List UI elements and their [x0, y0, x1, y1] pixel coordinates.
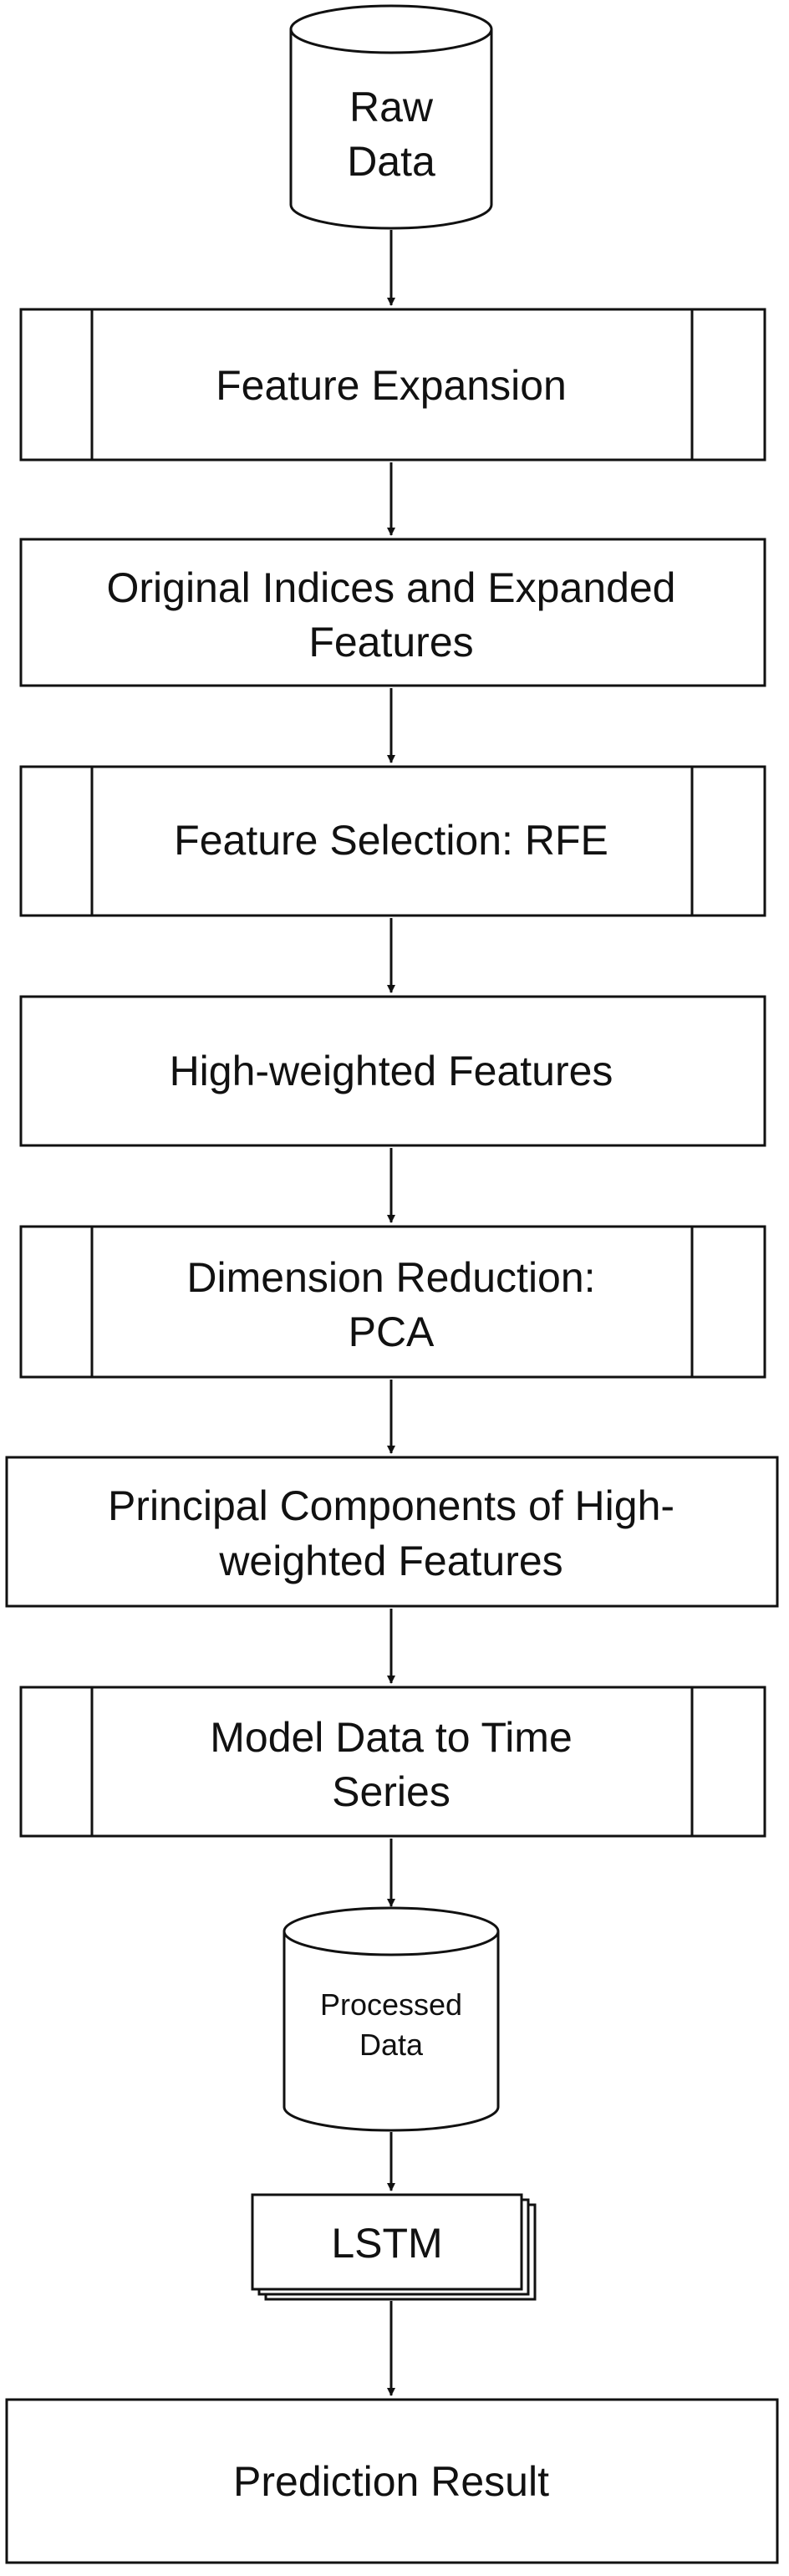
model-data-label-line2: Series	[332, 1768, 450, 1815]
feature-expansion-process: Feature Expansion	[19, 308, 766, 462]
feature-expansion-label: Feature Expansion	[216, 362, 567, 409]
processed-data-cylinder: Processed Data	[283, 1906, 500, 2132]
original-indices-box: Original Indices and Expanded Features	[19, 538, 766, 687]
prediction-result-box: Prediction Result	[5, 2398, 779, 2564]
dimension-reduction-label-line2: PCA	[349, 1308, 435, 1355]
lstm-stack: LSTM	[251, 2193, 537, 2301]
processed-data-label-line2: Data	[359, 2028, 424, 2062]
high-weighted-label: High-weighted Features	[170, 1048, 613, 1094]
high-weighted-box: High-weighted Features	[19, 995, 766, 1147]
lstm-label: LSTM	[331, 2220, 442, 2267]
processed-data-label-line1: Processed	[320, 1987, 462, 2022]
dimension-reduction-process: Dimension Reduction: PCA	[19, 1225, 766, 1379]
prediction-result-label: Prediction Result	[233, 2458, 549, 2505]
principal-components-box: Principal Components of High- weighted F…	[5, 1456, 779, 1608]
feature-selection-process: Feature Selection: RFE	[19, 765, 766, 917]
original-indices-label-line2: Features	[308, 619, 473, 666]
feature-selection-label: Feature Selection: RFE	[174, 817, 608, 864]
principal-components-label-line2: weighted Features	[218, 1538, 562, 1584]
principal-components-label-line1: Principal Components of High-	[108, 1482, 674, 1529]
original-indices-label-line1: Original Indices and Expanded	[106, 564, 675, 611]
model-data-process: Model Data to Time Series	[19, 1686, 766, 1838]
model-data-label-line1: Model Data to Time	[210, 1714, 573, 1761]
raw-data-cylinder: Raw Data	[289, 4, 493, 230]
raw-data-label-line2: Data	[347, 138, 435, 185]
raw-data-label-line1: Raw	[349, 84, 434, 130]
dimension-reduction-label-line1: Dimension Reduction:	[186, 1254, 595, 1301]
